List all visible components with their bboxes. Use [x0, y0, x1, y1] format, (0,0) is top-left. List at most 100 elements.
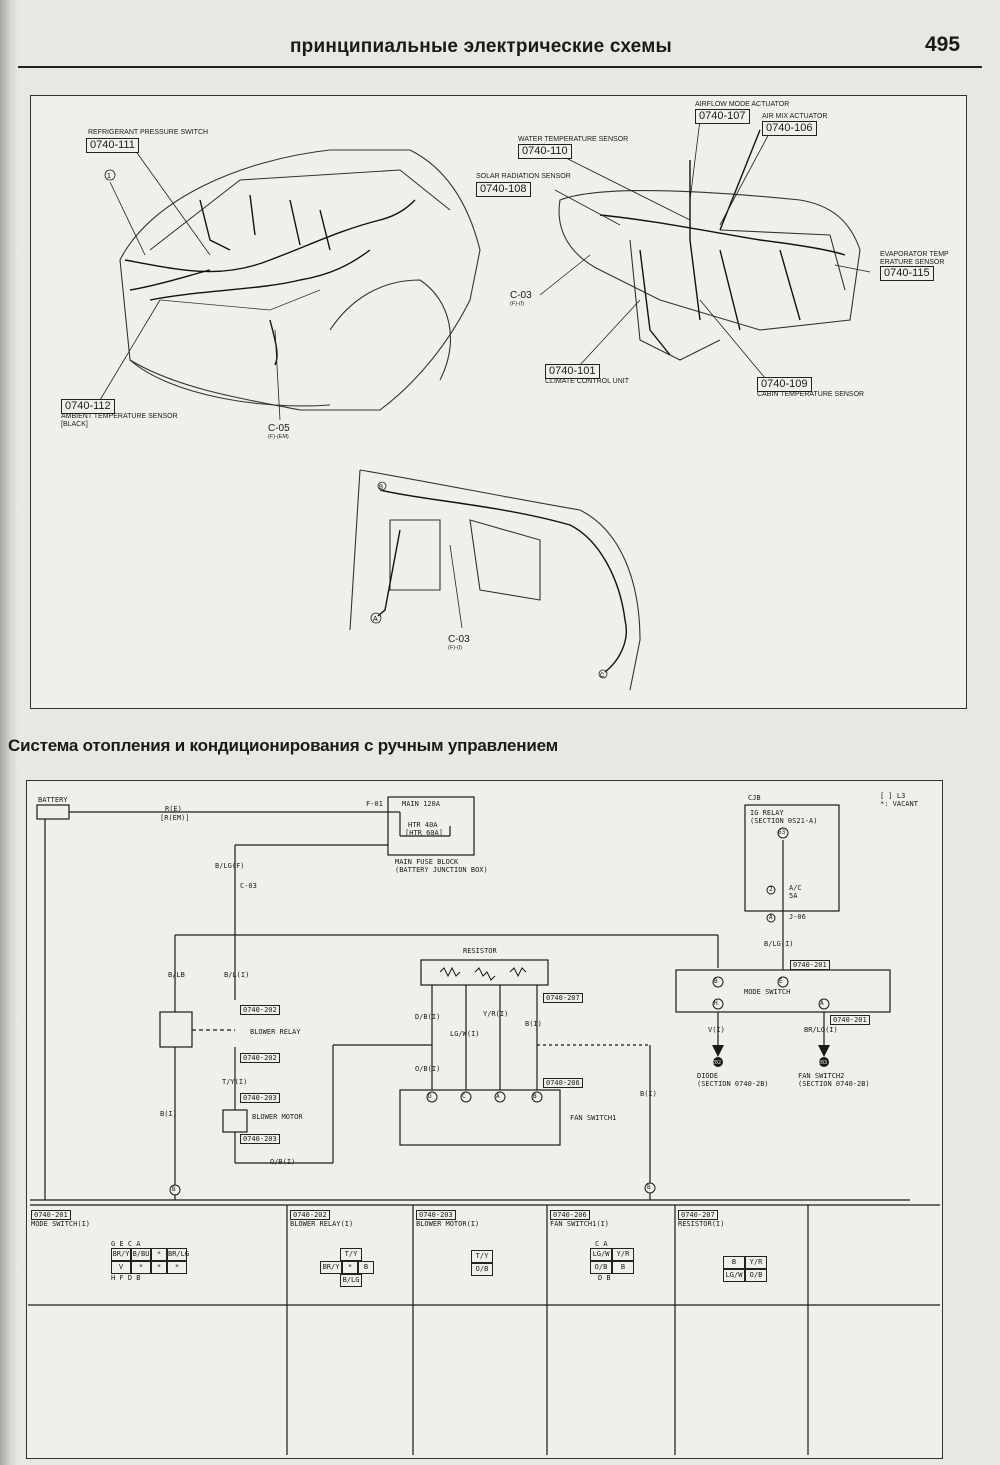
wire-blg-i: B/LG(I) [764, 940, 794, 948]
wire-v: V(I) [708, 1026, 725, 1034]
callout-1: 1 [107, 173, 111, 180]
wheel-arch [329, 279, 451, 381]
callout-circle [104, 169, 116, 181]
mode-switch-code-bottom: 0740-201 [830, 1015, 870, 1025]
wire-blb: B/LB [168, 971, 185, 979]
connector-c05: C-05(F)-(EM) [268, 423, 290, 441]
ground-node-right [644, 1182, 656, 1194]
conn-blower-motor: 0740-203 BLOWER MOTOR(I) T/Y O/B [416, 1210, 493, 1276]
j06-label: J-06 [789, 913, 806, 921]
ig-relay-label: IG RELAY [750, 809, 784, 817]
refrigerant-switch-code: 0740-111 [86, 138, 139, 153]
header-rule [18, 66, 982, 68]
wire-r-em-label: [R(EM)] [160, 814, 190, 822]
resistor-box [420, 959, 549, 986]
page-header-title: принципиальные электрические схемы [290, 36, 672, 57]
water-temp-sensor-code: 0740-110 [518, 144, 572, 159]
wire-ob-fan: O/B(I) [415, 1065, 441, 1073]
schematic-panel [26, 780, 943, 1459]
ac-fuse-label: A/C [789, 884, 802, 892]
wire-b-left: B(I) [160, 1110, 177, 1118]
refrigerant-switch-label: REFRIGERANT PRESSURE SWITCH [88, 129, 209, 136]
fan-pin-b: B [533, 1093, 537, 1100]
fan-switch2-arrow [818, 1045, 830, 1057]
j06-pin: A [769, 914, 773, 921]
section-title: Система отопления и кондиционирования с … [8, 736, 559, 755]
blower-relay-label: BLOWER RELAY [250, 1028, 301, 1036]
legend-l3: [ ] L3 [880, 792, 906, 800]
fan-pin-c: C [462, 1093, 466, 1100]
airflow-actuator-label: AIRFLOW MODE ACTUATOR [695, 101, 790, 108]
callout-a: A [373, 616, 378, 623]
fan-switch2-pin: 203 [818, 1060, 828, 1066]
interior-harness [379, 489, 627, 673]
diode-label: DIODE [697, 1072, 719, 1080]
blower-motor-code-top: 0740-203 [240, 1093, 280, 1103]
battery-label: BATTERY [38, 796, 68, 804]
connector-c03-dash: C-03(F)-(I) [510, 290, 532, 308]
mode-pin-b: B [714, 978, 718, 985]
dashboard-outline [558, 189, 861, 331]
wire-b-right: B(I) [640, 1090, 657, 1098]
ambient-sensor-color: [BLACK] [61, 421, 88, 428]
fan-switch2-label: FAN SWITCH2 [798, 1072, 845, 1080]
fuse-block-label-2: (BATTERY JUNCTION BOX) [395, 866, 488, 874]
water-temp-sensor-label: WATER TEMPERATURE SENSOR [518, 136, 629, 143]
blower-motor-label: BLOWER MOTOR [252, 1113, 303, 1121]
hood-outline [149, 169, 451, 251]
mode-pin-a: A [820, 1000, 824, 1007]
htr-fuse-alt-label: [HTR 60A] [405, 829, 443, 837]
cabin-sensor-label: CABIN TEMPERATURE SENSOR [757, 391, 865, 398]
mode-switch-code-top: 0740-201 [790, 960, 830, 970]
location-diagrams-panel [30, 95, 967, 709]
dash-harness [599, 214, 846, 256]
blower-relay-code-bottom: 0740-202 [240, 1053, 280, 1063]
battery-box [36, 804, 70, 820]
fan-switch-label: FAN SWITCH1 [570, 1114, 617, 1122]
resistor-label: RESISTOR [463, 947, 497, 955]
climate-unit-label: CLIMATE CONTROL UNIT [545, 378, 630, 385]
wire-brlg: BR/LG(I) [804, 1026, 838, 1034]
wire-db: D/B(I) [415, 1013, 441, 1021]
blower-motor-code-bottom: 0740-203 [240, 1134, 280, 1144]
ground-node-b-left: B [172, 1186, 176, 1193]
ambient-sensor-label: AMBIENT TEMPERATURE SENSOR [61, 413, 178, 420]
wire-ty: T/Y(I) [222, 1078, 248, 1086]
f01-label: F-01 [366, 800, 383, 808]
wire-b-mid: B(I) [525, 1020, 542, 1028]
ambient-sensor-code: 0740-112 [61, 399, 115, 414]
ig-relay-section: (SECTION 0S21-a) [750, 817, 818, 825]
diode-arrow [712, 1045, 724, 1057]
fan-switch-code: 0740-206 [543, 1078, 583, 1088]
wire-blg-f: B/LG(F) [215, 862, 245, 870]
air-mix-actuator-label: AIR MIX ACTUATOR [762, 113, 828, 120]
ac-fuse-pin: 2 [769, 886, 773, 893]
cjb-box [744, 804, 840, 912]
airflow-actuator-code: 0740-107 [695, 109, 750, 124]
connector-c03-interior: C-03(F)-(I) [448, 634, 470, 652]
page-number: 495 [925, 33, 961, 56]
main-fuse-label: MAIN 120A [402, 800, 440, 808]
blower-motor-symbol [222, 1109, 248, 1133]
cjb-label: CJB [748, 794, 761, 802]
wire-ob-bottom: O/B(I) [270, 1158, 296, 1166]
resistor-code: 0740-207 [543, 993, 583, 1003]
air-mix-actuator-code: 0740-106 [762, 121, 817, 136]
bumper-outline [129, 359, 331, 407]
c03-label: C-03 [240, 882, 257, 890]
wire-yr: Y/R(I) [483, 1010, 509, 1018]
car-body-outline [119, 149, 481, 411]
htr-fuse-label: HTR 40A [408, 821, 438, 829]
ac-fuse-value: 5A [789, 892, 798, 900]
wire-lgw: LG/W(I) [450, 1030, 480, 1038]
wire-bl-i: B/L(I) [224, 971, 250, 979]
ground-node-left [169, 1184, 181, 1196]
blower-relay-code-top: 0740-202 [240, 1005, 280, 1015]
callout-c: C [600, 673, 605, 679]
interior-outline [349, 469, 641, 691]
legend-vacant: *: VACANT [880, 800, 918, 808]
climate-unit-code: 0740-101 [545, 364, 600, 379]
